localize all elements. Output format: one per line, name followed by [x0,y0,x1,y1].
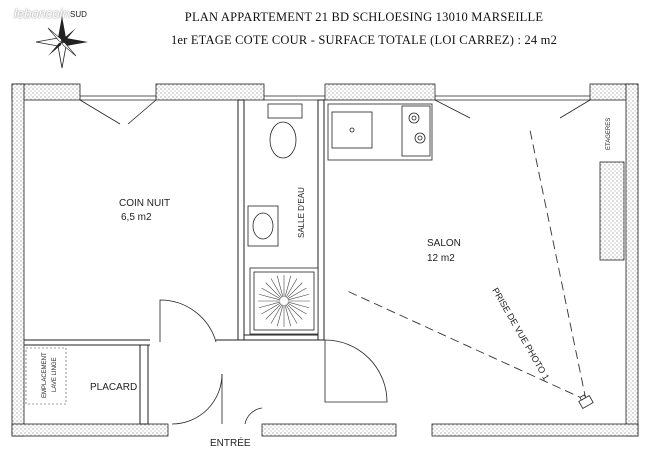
label-placard: PLACARD [90,382,137,393]
label-etageres: ETAGERES [606,118,612,150]
windows [79,95,591,125]
interior-walls [24,99,325,425]
label-lave-linge-1: EMPLACEMENT [42,352,48,398]
shelves [599,161,625,261]
compass-rose-icon [35,16,88,69]
label-salon: SALON [427,238,461,249]
photo-viewpoint [344,129,587,401]
washing-machine-area [25,347,67,405]
camera-icon [578,394,594,410]
shower-drain-icon [258,275,310,327]
bathroom-fixtures [247,103,319,335]
kitchen-equipment [327,103,433,161]
outer-walls [11,83,639,437]
label-coin-nuit-area: 6,5 m2 [121,212,152,223]
label-entree: ENTRÉE [210,436,251,449]
label-lave-linge-2: LAVE LINGE [52,357,58,392]
doors [159,299,388,425]
label-salon-area: 12 m2 [427,253,455,264]
label-coin-nuit: COIN NUIT [119,198,170,209]
plan-title: PLAN APPARTEMENT 21 BD SCHLOESING 13010 … [184,10,544,24]
compass-label: SUD [70,10,87,19]
plan-subtitle: 1er ETAGE COTE COUR - SURFACE TOTALE (LO… [170,33,558,47]
label-salle-eau: SALLE D'EAU [297,187,306,238]
label-photo-viewpoint: PRISE DE VUE PHOTO 1 [490,286,551,382]
watermark: leboncoin [14,6,70,21]
